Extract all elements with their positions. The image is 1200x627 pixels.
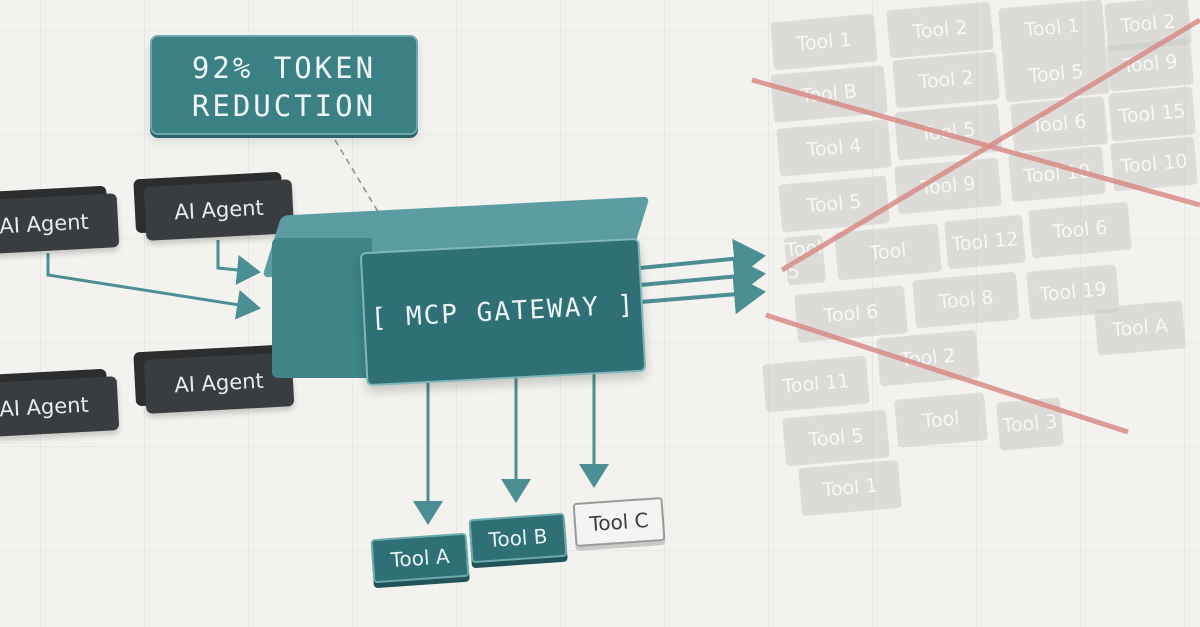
ai-agent-2[interactable]: AI Agent xyxy=(143,179,295,241)
ai-agent-1[interactable]: AI Agent xyxy=(0,193,120,255)
tool-c[interactable]: Tool C xyxy=(572,496,666,548)
agent1-arrow xyxy=(46,253,261,320)
gateway-out-arrow-3 xyxy=(639,274,766,315)
cross-line-3 xyxy=(765,312,1129,435)
ai-agent-3[interactable]: AI Agent xyxy=(0,376,120,438)
token-reduction-callout: 92% TOKEN REDUCTION xyxy=(150,35,418,135)
gateway-side-face xyxy=(272,238,372,378)
gateway-out-arrow-1 xyxy=(639,238,766,279)
gateway-label: [ MCP GATEWAY ] xyxy=(369,290,637,334)
callout-line-2: REDUCTION xyxy=(191,89,377,123)
cross-line-1 xyxy=(751,77,1200,208)
gateway-out-arrow-2 xyxy=(639,256,766,297)
callout-pointer xyxy=(334,139,396,241)
agent2-arrow xyxy=(216,240,261,285)
callout-line-1: 92% TOKEN xyxy=(191,51,377,85)
cross-line-2 xyxy=(780,17,1200,273)
mcp-gateway[interactable]: [ MCP GATEWAY ] xyxy=(359,237,647,387)
tool-b[interactable]: Tool B xyxy=(468,512,568,564)
tool-a[interactable]: Tool A xyxy=(370,532,470,584)
